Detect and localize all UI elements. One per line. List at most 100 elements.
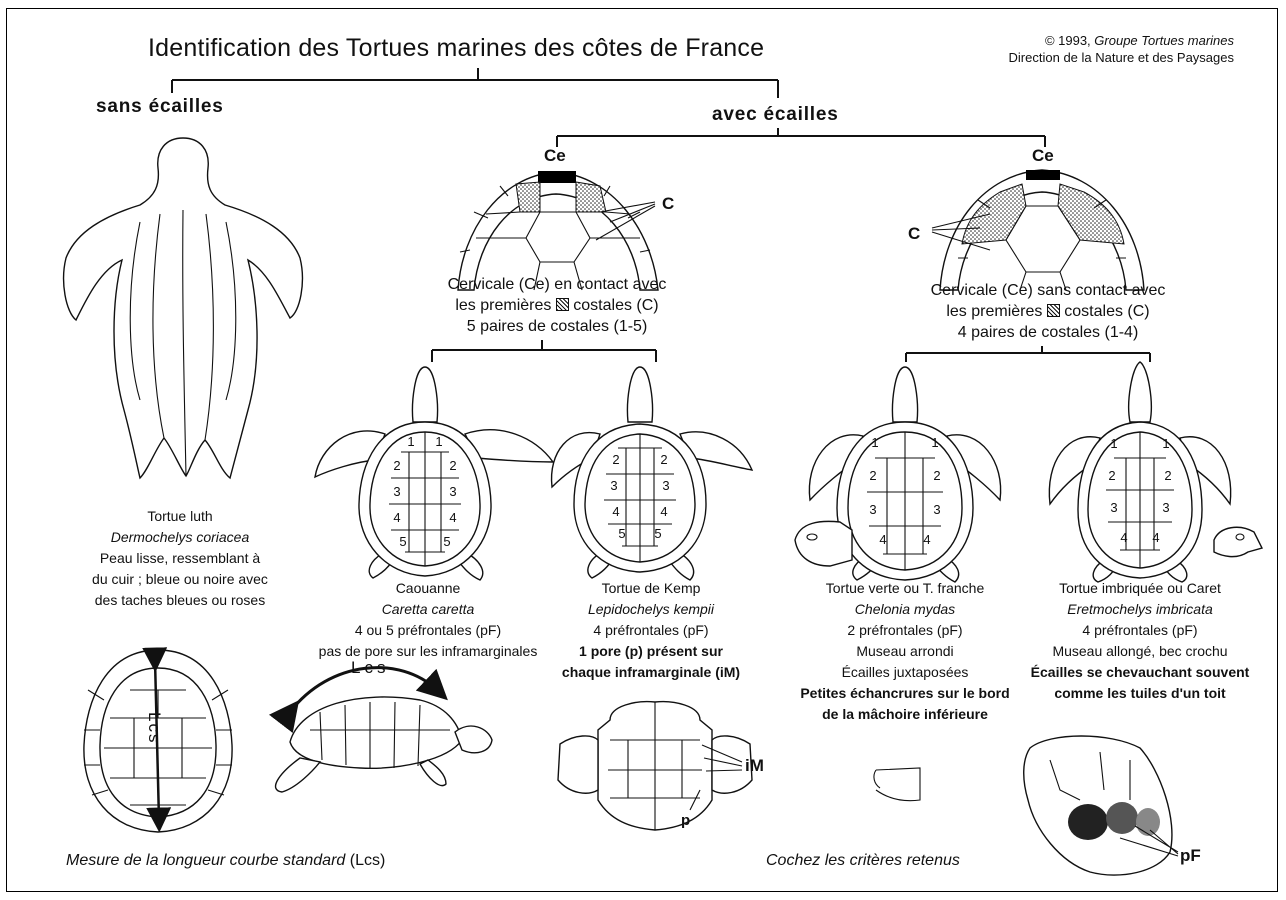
- species-luth: Tortue luth Dermochelys coriacea Peau li…: [60, 506, 300, 611]
- species-description: du cuir ; bleue ou noire avec: [60, 569, 300, 590]
- imbriquee-drawing: 1 1 2 2 3 3 4 4: [1049, 362, 1230, 582]
- species-scientific-name: Lepidochelys kempii: [536, 599, 766, 620]
- label-pf: pF: [1180, 846, 1201, 866]
- scute-number: 5: [399, 534, 406, 549]
- species-scientific-name: Eretmochelys imbricata: [1010, 599, 1270, 620]
- credit-line-2: Direction de la Nature et des Paysages: [942, 49, 1234, 66]
- nocontact-carapace-drawing: [932, 170, 1144, 290]
- species-description: 2 préfrontales (pF): [776, 620, 1034, 641]
- species-name: Tortue verte ou T. franche: [776, 578, 1034, 599]
- species-description: Peau lisse, ressemblant à: [60, 548, 300, 569]
- scute-number: 5: [443, 534, 450, 549]
- caption-contact-line3: 5 paires de costales (1-5): [412, 316, 702, 337]
- species-description: 4 ou 5 préfrontales (pF): [300, 620, 556, 641]
- scute-number: 4: [1152, 530, 1159, 545]
- species-key-trait: de la mâchoire inférieure: [776, 704, 1034, 725]
- branch-avec-ecailles: avec écailles: [712, 104, 839, 126]
- scute-number: 1: [1162, 436, 1169, 451]
- caption-nocontact-line3: 4 paires de costales (1-4): [898, 322, 1198, 343]
- species-key-trait: comme les tuiles d'un toit: [1010, 683, 1270, 704]
- species-scientific-name: Chelonia mydas: [776, 599, 1034, 620]
- scute-number: 4: [393, 510, 400, 525]
- scute-number: 2: [933, 468, 940, 483]
- branch-sans-ecailles: sans écailles: [96, 96, 224, 118]
- species-name: Tortue de Kemp: [536, 578, 766, 599]
- scute-number: 4: [879, 532, 886, 547]
- species-description: 4 préfrontales (pF): [1010, 620, 1270, 641]
- species-description: Écailles juxtaposées: [776, 662, 1034, 683]
- tree-top-connector: [172, 68, 778, 98]
- stipple-icon: [556, 298, 569, 311]
- caption-nocontact-line2a: les premières: [946, 303, 1042, 320]
- caption-nocontact-line2b: costales (C): [1064, 303, 1149, 320]
- lcs-side-view-drawing: [276, 668, 492, 792]
- scute-number: 3: [610, 478, 617, 493]
- species-key-trait: chaque inframarginale (iM): [536, 662, 766, 683]
- species-description: des taches bleues ou roses: [60, 590, 300, 611]
- caption-contact-line2b: costales (C): [573, 297, 658, 314]
- scute-number: 1: [1110, 436, 1117, 451]
- species-key-trait: Petites échancrures sur le bord: [776, 683, 1034, 704]
- species-imbriquee: Tortue imbriquée ou Caret Eretmochelys i…: [1010, 578, 1270, 704]
- scute-number: 3: [662, 478, 669, 493]
- caption-contact-line1: Cervicale (Ce) en contact avec: [412, 274, 702, 295]
- scute-number: 2: [1108, 468, 1115, 483]
- species-name: Tortue luth: [60, 506, 300, 527]
- check-instruction: Cochez les critères retenus: [766, 852, 960, 870]
- caption-nocontact-line2: les premières costales (C): [898, 301, 1198, 322]
- species-description: pas de pore sur les inframarginales: [300, 641, 556, 662]
- imbriquee-head-drawing: [1214, 527, 1262, 556]
- scute-number: 1: [407, 434, 414, 449]
- scute-number: 2: [612, 452, 619, 467]
- measure-caption-text: Mesure de la longueur courbe standard: [66, 852, 345, 869]
- tree-nocontact-connector: [906, 346, 1150, 362]
- scute-number: 1: [435, 434, 442, 449]
- tree-avec-connector: [557, 128, 1045, 147]
- page-title: Identification des Tortues marines des c…: [148, 34, 764, 63]
- scute-number: 3: [933, 502, 940, 517]
- species-scientific-name: Dermochelys coriacea: [60, 527, 300, 548]
- caption-nocontact: Cervicale (Ce) sans contact avec les pre…: [898, 280, 1198, 343]
- scute-number: 3: [1162, 500, 1169, 515]
- credit: © 1993, Groupe Tortues marines Direction…: [942, 32, 1234, 66]
- scute-number: 2: [393, 458, 400, 473]
- credit-line-1: © 1993, Groupe Tortues marines: [942, 32, 1234, 49]
- caption-contact: Cervicale (Ce) en contact avec les premi…: [412, 274, 702, 337]
- species-caouanne: Caouanne Caretta caretta 4 ou 5 préfront…: [300, 578, 556, 662]
- measure-caption: Mesure de la longueur courbe standard (L…: [66, 852, 385, 870]
- scute-number: 4: [1120, 530, 1127, 545]
- credit-year: © 1993,: [1045, 33, 1091, 48]
- scute-number: 4: [660, 504, 667, 519]
- species-kemp: Tortue de Kemp Lepidochelys kempii 4 pré…: [536, 578, 766, 683]
- scute-number: 2: [869, 468, 876, 483]
- tree-contact-connector: [432, 340, 656, 362]
- scute-number: 5: [654, 526, 661, 541]
- stipple-icon: [1047, 304, 1060, 317]
- measure-caption-abbr: (Lcs): [350, 852, 386, 869]
- scute-number: 2: [1164, 468, 1171, 483]
- scute-number: 3: [1110, 500, 1117, 515]
- scute-number: 3: [393, 484, 400, 499]
- verte-head-drawing: [795, 521, 852, 566]
- jaw-drawing: [874, 768, 920, 801]
- scute-number: 1: [871, 435, 878, 450]
- species-key-trait: 1 pore (p) présent sur: [536, 641, 766, 662]
- species-description: 4 préfrontales (pF): [536, 620, 766, 641]
- scute-number: 3: [449, 484, 456, 499]
- scute-number: 4: [923, 532, 930, 547]
- label-c-nocontact: C: [908, 224, 920, 244]
- label-ce-contact: Ce: [544, 146, 566, 166]
- scute-number: 3: [869, 502, 876, 517]
- scute-number: 4: [612, 504, 619, 519]
- label-lcs-curve: Lcs: [351, 658, 389, 678]
- species-description: Museau allongé, bec crochu: [1010, 641, 1270, 662]
- species-key-trait: Écailles se chevauchant souvent: [1010, 662, 1270, 683]
- species-description: Museau arrondi: [776, 641, 1034, 662]
- species-name: Tortue imbriquée ou Caret: [1010, 578, 1270, 599]
- caouanne-drawing: 2 2 3 3 4 4 5 5 1 1: [315, 367, 553, 580]
- scute-number: 1: [931, 435, 938, 450]
- species-verte: Tortue verte ou T. franche Chelonia myda…: [776, 578, 1034, 725]
- prefrontal-head-drawing: [1024, 736, 1178, 875]
- contact-carapace-drawing: [458, 171, 658, 290]
